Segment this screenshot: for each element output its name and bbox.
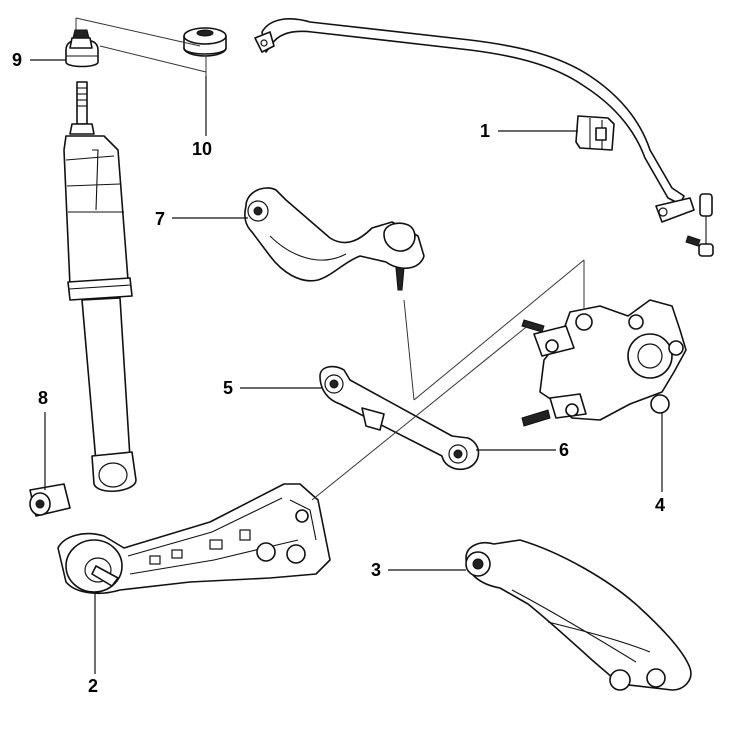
lower-control-arm-part — [465, 539, 692, 691]
assembly-guide-lines — [75, 17, 207, 76]
center-guide-lines — [311, 259, 585, 501]
callout-4: 4 — [655, 495, 666, 515]
callout-3: 3 — [371, 560, 382, 580]
stabilizer-bar — [254, 18, 714, 257]
callout-2: 2 — [88, 676, 99, 696]
lateral-link-part — [319, 365, 480, 471]
callout-5: 5 — [223, 378, 234, 398]
trailing-arm-part — [57, 483, 331, 595]
shock-bushing-part — [29, 483, 71, 517]
callout-6: 6 — [559, 440, 570, 460]
rear-knuckle-part — [521, 299, 687, 427]
callout-9: 9 — [12, 50, 23, 70]
callout-1: 1 — [480, 121, 491, 141]
shock-absorber — [63, 81, 137, 492]
upper-control-arm-part — [244, 187, 425, 291]
stabilizer-bushing-part — [575, 115, 615, 151]
leader-lines — [30, 59, 663, 674]
shock-mount-bushing-part — [183, 27, 227, 57]
shock-mount-nut-part — [65, 29, 99, 68]
callout-7: 7 — [155, 209, 166, 229]
callout-10: 10 — [192, 139, 213, 159]
callout-8: 8 — [38, 388, 49, 408]
